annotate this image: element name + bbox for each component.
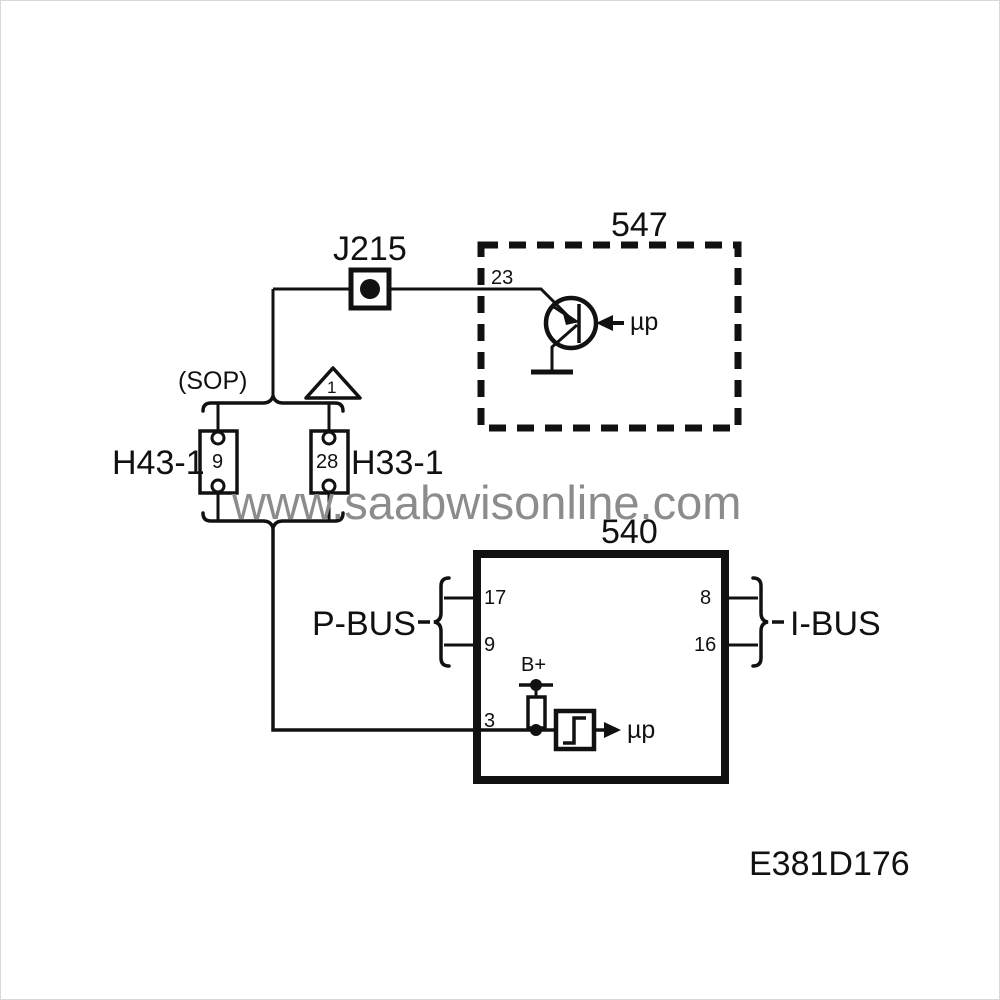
connector-h33-1-label: H33-1	[351, 444, 444, 482]
schmitt-trigger-glyph	[563, 716, 586, 745]
pullup-resistor	[526, 695, 547, 730]
b-plus-label: B+	[521, 654, 547, 676]
up-arrow-547	[596, 315, 613, 331]
unit-547-label: 547	[611, 206, 668, 244]
unit-547-pin-23-label: 23	[491, 267, 514, 289]
unit-547-up-label: µp	[630, 308, 659, 336]
up-arrow-540	[604, 722, 621, 738]
wire-transistor-emitter-to-ground	[550, 323, 578, 372]
transistor-collector-arrow	[562, 310, 579, 325]
drawing-code: E381D176	[749, 845, 910, 883]
p-bus-brace	[433, 576, 451, 668]
unit-540-enclosure	[473, 550, 729, 784]
p-bus-label: P-BUS	[312, 605, 416, 643]
site-watermark: www.saabwisonline.com	[232, 476, 742, 529]
unit-540-label: 540	[601, 513, 658, 551]
sop-annotation: (SOP)	[178, 367, 248, 395]
splice-label-j215: J215	[333, 230, 407, 268]
unit-540-pin-9-label: 9	[484, 634, 496, 656]
i-bus-label: I-BUS	[790, 605, 881, 643]
connector-h43-1-label: H43-1	[112, 444, 205, 482]
connector-h43-1-pin-label: 9	[212, 451, 224, 473]
unit-540-up-label: µp	[627, 716, 656, 744]
connector-h43-1-terminal-top	[210, 430, 226, 446]
unit-540-pin-3-label: 3	[484, 710, 496, 732]
connector-h33-1-terminal-bottom	[321, 478, 337, 494]
wire-brace-to-540-pin3	[271, 528, 477, 732]
note-triangle	[304, 366, 362, 400]
wire-547-pin23-to-transistor	[481, 287, 570, 318]
connector-h33-1-terminal-top	[321, 430, 337, 446]
connector-h43-1-terminal-bottom	[210, 478, 226, 494]
unit-540-pin-16-label: 16	[694, 634, 717, 656]
note-triangle-number: 1	[327, 378, 337, 397]
i-bus-brace	[751, 576, 769, 668]
unit-540-pin-17-label: 17	[484, 587, 507, 609]
connector-h33-1-pin-label: 28	[316, 451, 339, 473]
unit-547-enclosure	[477, 241, 742, 432]
j215-splice-dot	[360, 279, 380, 299]
unit-540-pin-8-label: 8	[700, 587, 712, 609]
connector-brace-top	[201, 389, 345, 413]
